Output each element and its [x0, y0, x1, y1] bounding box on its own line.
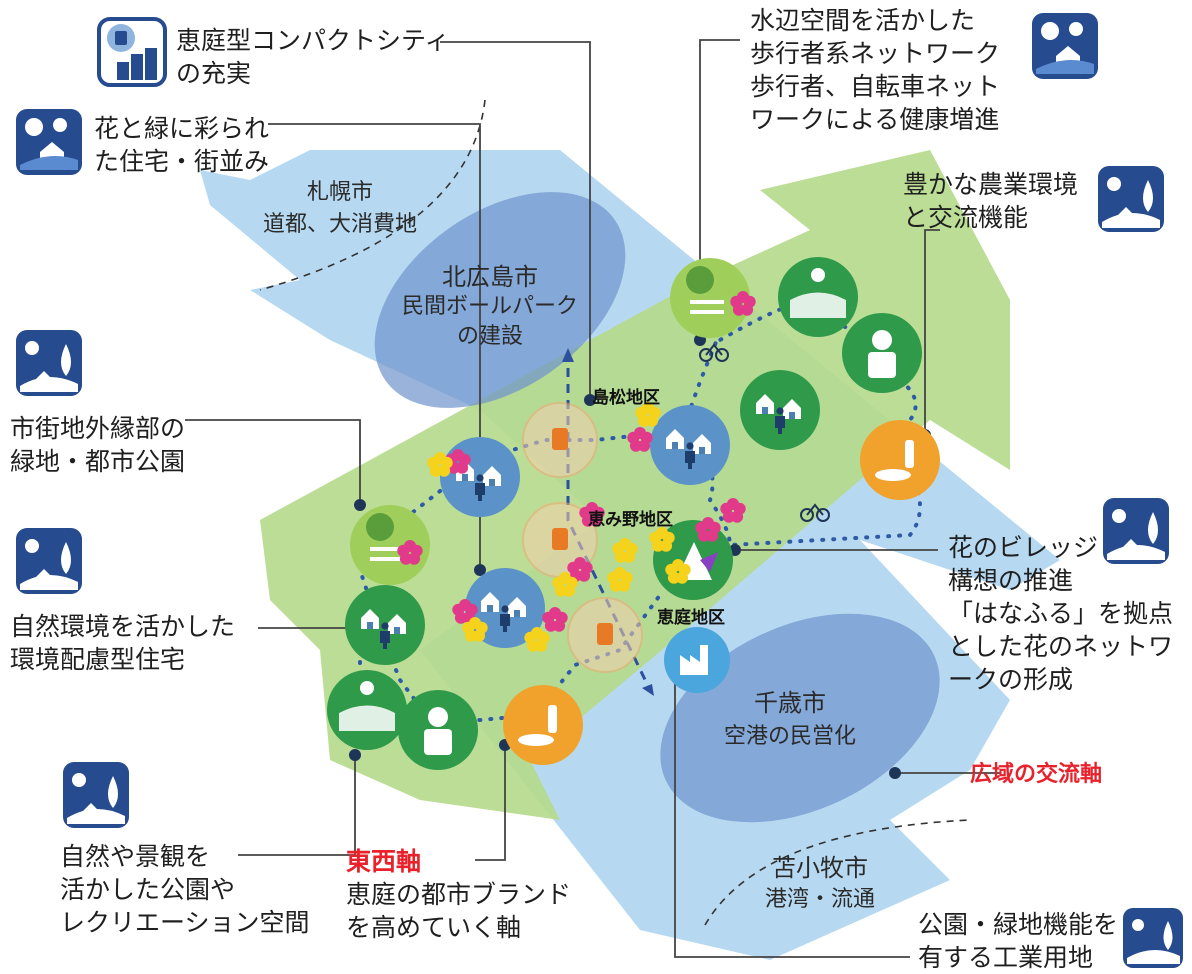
callout-compact-city: 恵庭型コンパクトシティ の充実 — [176, 26, 450, 88]
bicycle-icon — [699, 343, 729, 362]
sapporo-description: 道都、大消費地 — [262, 212, 417, 237]
chitose-name: 千歳市 — [754, 689, 826, 717]
kitahiroshima-description: 民間ボールパーク の建設 — [401, 294, 578, 349]
kitahiroshima-ellipse — [374, 192, 626, 408]
tomakomai-name: 苫小牧市 — [772, 854, 868, 882]
houses-family-icon — [440, 437, 520, 517]
central-axis-arrowhead-down — [642, 684, 654, 696]
field-icon — [327, 670, 407, 750]
farmer-icon — [842, 313, 922, 393]
wine-food-icon — [503, 685, 583, 765]
east-west-axis-description: 恵庭の都市ブランド を高めていく軸 — [346, 880, 572, 942]
houses-family-icon — [740, 370, 820, 450]
train-station-shimamatsu — [522, 402, 598, 478]
kitahiroshima-name: 北広島市 — [442, 263, 538, 291]
field-icon — [778, 257, 858, 337]
tomakomai-boundary — [704, 819, 971, 926]
flowers-house-badge — [1032, 13, 1098, 79]
callout-agriculture: 豊かな農業環境 と交流機能 — [903, 170, 1079, 232]
houses-family-icon — [345, 585, 425, 665]
callout-eco-housing: 自然環境を活かした 環境配慮型住宅 — [10, 612, 236, 674]
district-shimamatsu: 島松地区 — [592, 388, 660, 408]
nature-house-badge — [16, 330, 82, 396]
leader-lines — [185, 39, 1000, 958]
callout-flower-housing: 花と緑に彩られ た住宅・街並み — [94, 114, 270, 176]
park-bench-icon — [350, 505, 430, 585]
district-megumino: 恵み野地区 — [588, 510, 673, 530]
nature-house-badge — [1098, 166, 1164, 232]
park-bench-icon — [670, 258, 750, 338]
callout-flower-village: 花のビレッジ 構想の推進 「はなふる」を拠点 とした花のネットワ ークの形成 — [948, 533, 1174, 694]
east-west-axis-title: 東西軸 — [346, 847, 422, 876]
farmer-icon — [398, 690, 478, 770]
nature-house-badge — [1123, 908, 1183, 968]
chitose-ellipse — [660, 613, 940, 823]
central-axis-arrowhead-up — [562, 348, 574, 362]
chitose-description: 空港の民営化 — [723, 724, 856, 749]
train-station-eniwa — [567, 597, 643, 673]
factory-icon — [664, 627, 730, 693]
wide-area-axis-label: 広域の交流軸 — [970, 762, 1103, 787]
nature-house-badge — [1103, 498, 1169, 564]
callout-urban-edge-parks: 市街地外縁部の 緑地・都市公園 — [10, 414, 186, 476]
tomakomai-description: 港湾・流通 — [764, 887, 875, 912]
district-eniwa: 恵庭地区 — [657, 608, 725, 628]
nature-house-badge — [16, 528, 82, 594]
houses-family-icon — [650, 405, 730, 485]
callout-parks-recreation: 自然や景観を 活かした公園や レクリエーション空間 — [60, 842, 310, 937]
flowers-house-badge — [16, 109, 82, 175]
callout-industrial-land: 公園・緑地機能を 有する工業用地 — [918, 910, 1119, 972]
train-city-badge — [97, 17, 167, 87]
sapporo-name: 札幌市 — [306, 180, 373, 205]
nature-house-badge — [63, 762, 129, 828]
sapporo-boundary — [259, 99, 486, 291]
bicycle-icon — [800, 503, 830, 522]
callout-waterside-network: 水辺空間を活かした 歩行者系ネットワーク 歩行者、自転車ネット ワークによる健康… — [750, 6, 1001, 134]
wine-food-icon — [860, 420, 940, 500]
